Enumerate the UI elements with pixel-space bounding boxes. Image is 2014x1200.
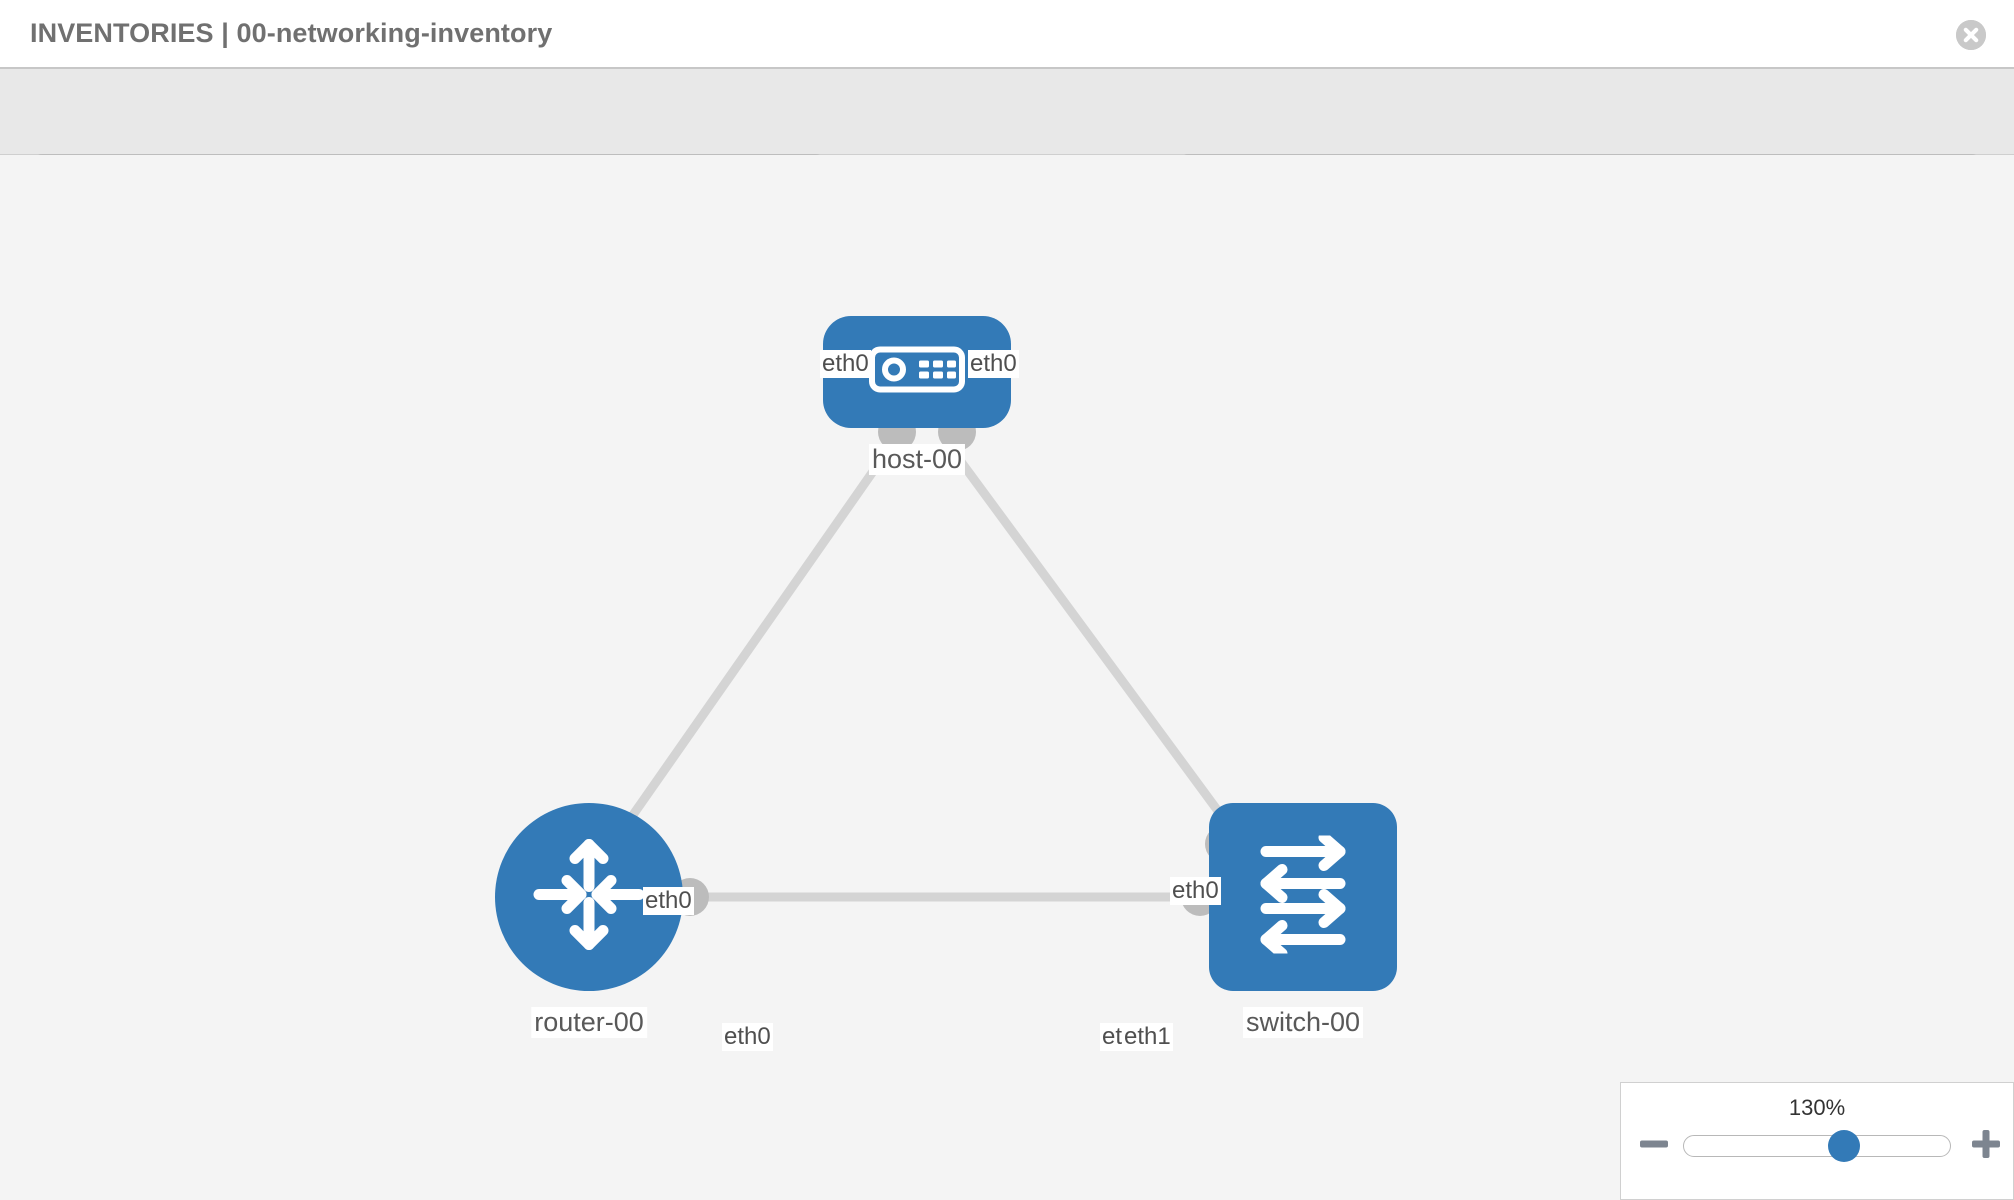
zoom-out-button[interactable] [1637, 1127, 1671, 1161]
toolbar: ACTIONS SEARCH [0, 69, 2014, 208]
node-host-label: host-00 [868, 444, 966, 475]
window-header: INVENTORIES | 00-networking-inventory [0, 0, 2014, 69]
zoom-slider[interactable] [1683, 1130, 1951, 1162]
zoom-control-panel: 130% [1620, 1082, 2014, 1200]
switch-arrows-icon [1244, 832, 1362, 959]
zoom-in-button[interactable] [1969, 1127, 2003, 1161]
iface-label-router-up: eth0 [643, 887, 694, 915]
iface-label-host-right: eth0 [968, 350, 1019, 378]
close-icon[interactable] [1956, 20, 1986, 50]
node-router-00[interactable]: router-00 [495, 803, 683, 1038]
server-icon [869, 346, 965, 398]
node-switch-00[interactable]: switch-00 [1209, 803, 1397, 1038]
iface-label-switch-left-front: eth1 [1122, 1023, 1173, 1051]
iface-label-host-left: eth0 [820, 350, 871, 378]
iface-label-switch-up: eth0 [1170, 877, 1221, 905]
zoom-slider-thumb[interactable] [1827, 1130, 1860, 1162]
topology-edges [601, 437, 1247, 902]
iface-label-router-right: eth0 [722, 1023, 773, 1051]
page-title: INVENTORIES | 00-networking-inventory [30, 18, 553, 48]
edge-host-router [601, 437, 899, 858]
node-switch-shape [1209, 803, 1397, 991]
node-switch-label: switch-00 [1242, 1007, 1364, 1038]
router-arrows-icon [531, 837, 647, 958]
zoom-level-value: 130% [1788, 1095, 1846, 1120]
topology-canvas[interactable]: host-00 [0, 155, 2014, 1200]
edge-host-switch [941, 437, 1247, 848]
node-router-label: router-00 [531, 1007, 647, 1038]
